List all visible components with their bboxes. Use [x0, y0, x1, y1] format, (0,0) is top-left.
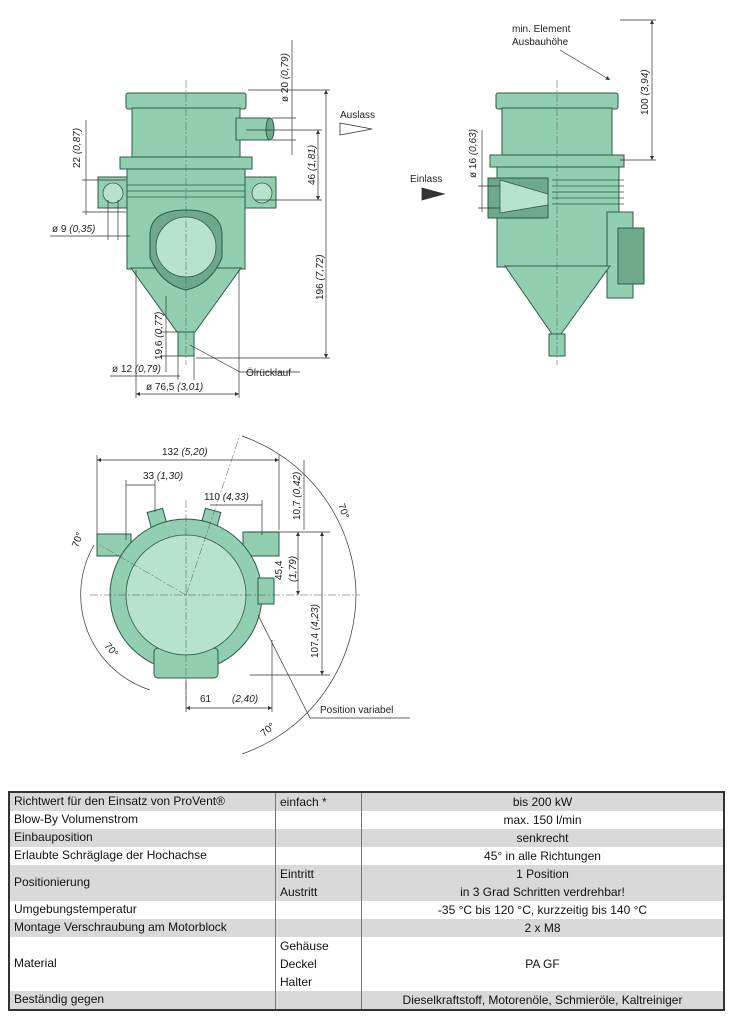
- svg-text:ø 16 (0,63): ø 16 (0,63): [468, 129, 479, 178]
- spec-sub: [275, 811, 362, 829]
- svg-text:45,4: 45,4: [274, 560, 285, 580]
- spec-value-item: 45° in alle Richtungen: [484, 849, 601, 863]
- spec-value-item: max. 150 l/min: [503, 813, 582, 827]
- spec-row: Einbauposition senkrecht: [9, 829, 724, 847]
- spec-sub: [275, 829, 362, 847]
- spec-label: Umgebungstemperatur: [14, 902, 137, 917]
- technical-drawing: ø 20 (0,79) 46 (1,81) 196 (7,72) 22 (0,8…: [50, 19, 656, 755]
- svg-text:70°: 70°: [102, 641, 120, 660]
- spec-value-item: -35 °C bis 120 °C, kurzzeitig bis 140 °C: [437, 903, 648, 917]
- svg-text:110 (4,33): 110 (4,33): [204, 492, 249, 503]
- spec-value-item: 2 x M8: [524, 921, 561, 935]
- spec-value: Dieselkraftstoff, Motorenöle, Schmieröle…: [361, 991, 724, 1010]
- side-view: [487, 80, 645, 365]
- spec-row: Montage Verschraubung am Motorblock 2 x M…: [9, 919, 724, 937]
- spec-row: Blow-By Volumenstrom max. 150 l/min: [9, 811, 724, 829]
- spec-value: PA GF: [361, 937, 724, 991]
- svg-text:70°: 70°: [259, 721, 278, 739]
- front-view-dimensions: ø 20 (0,79) 46 (1,81) 196 (7,72) 22 (0,8…: [50, 40, 375, 398]
- svg-text:(1,79): (1,79): [288, 556, 299, 582]
- svg-text:100 (3,94): 100 (3,94): [640, 69, 651, 115]
- spec-value-item: senkrecht: [516, 831, 569, 845]
- spec-value-item: in 3 Grad Schritten verdrehbar!: [460, 885, 625, 899]
- svg-text:(2,40): (2,40): [232, 694, 258, 705]
- spec-row: Richtwert für den Einsatz von ProVent® ei…: [9, 792, 724, 811]
- spec-label: Einbauposition: [9, 829, 276, 847]
- spec-value: senkrecht: [361, 829, 724, 847]
- spec-sub: [275, 901, 362, 919]
- spec-value: 45° in alle Richtungen: [361, 847, 724, 865]
- svg-text:19,6 (0,77): 19,6 (0,77): [154, 312, 165, 360]
- svg-text:33 (1,30): 33 (1,30): [143, 471, 183, 482]
- spec-value: -35 °C bis 120 °C, kurzzeitig bis 140 °C: [361, 901, 724, 919]
- svg-text:107,4 (4,23): 107,4 (4,23): [310, 604, 321, 658]
- outlet-label: Auslass: [340, 110, 375, 121]
- inlet-label: Einlass: [410, 174, 442, 185]
- spec-sub-item: Austritt: [280, 885, 318, 899]
- spec-sub-item: Eintritt: [280, 867, 315, 881]
- svg-text:10,7 (0,42): 10,7 (0,42): [292, 472, 303, 520]
- position-variable-label: Position variabel: [320, 705, 393, 716]
- spec-row: Umgebungstemperatur -35 °C bis 120 °C, ku…: [9, 901, 724, 919]
- spec-label: Erlaubte Schräglage der Hochachse: [14, 848, 207, 863]
- spec-label: Positionierung: [9, 865, 276, 901]
- top-view: [90, 434, 360, 700]
- spec-label: Blow-By Volumenstrom: [14, 812, 139, 827]
- svg-text:46 (1,81): 46 (1,81): [307, 145, 318, 185]
- side-view-dimensions: min. Element Ausbauhöhe 100 (3,94) ø 16 …: [410, 19, 656, 212]
- min-element-label-1: min. Element: [512, 24, 571, 35]
- spec-value: 1 Position in 3 Grad Schritten verdrehbar…: [361, 865, 724, 901]
- spec-value-item: bis 200 kW: [512, 795, 573, 809]
- svg-text:ø 20 (0,79): ø 20 (0,79): [280, 53, 291, 102]
- spec-sub-item: einfach *: [280, 795, 327, 809]
- spec-label: Richtwert für den Einsatz von ProVent®: [9, 792, 276, 811]
- svg-text:ø 12 (0,79): ø 12 (0,79): [112, 364, 161, 375]
- svg-text:70°: 70°: [335, 502, 351, 520]
- svg-text:ø 9 (0,35): ø 9 (0,35): [52, 224, 95, 235]
- svg-text:70°: 70°: [70, 531, 86, 549]
- spec-sub-item: Halter: [280, 975, 313, 989]
- spec-value: max. 150 l/min: [361, 811, 724, 829]
- svg-text:61: 61: [200, 694, 212, 705]
- svg-text:196 (7,72): 196 (7,72): [315, 254, 326, 300]
- spec-sub: einfach *: [275, 792, 362, 811]
- spec-sub: [275, 991, 362, 1010]
- spec-sub: [275, 919, 362, 937]
- min-element-label-2: Ausbauhöhe: [512, 37, 569, 48]
- spec-label: Montage Verschraubung am Motorblock: [9, 919, 276, 937]
- spec-value-item: Dieselkraftstoff, Motorenöle, Schmieröle…: [402, 993, 683, 1007]
- spec-sub-item: Gehäuse: [280, 939, 329, 953]
- spec-sub: [275, 847, 362, 865]
- svg-text:22 (0,87): 22 (0,87): [72, 128, 83, 168]
- spec-row: Beständig gegen Dieselkraftstoff, Motoren…: [9, 991, 724, 1010]
- oil-return-label: Ölrücklauf: [246, 367, 291, 379]
- spec-label: Material: [14, 956, 57, 971]
- svg-text:ø 76,5 (3,01): ø 76,5 (3,01): [146, 382, 203, 393]
- spec-label: Beständig gegen: [9, 991, 276, 1010]
- spec-row: Erlaubte Schräglage der Hochachse 45° in …: [9, 847, 724, 865]
- spec-value-item: 1 Position: [516, 867, 569, 881]
- spec-sub-item: Deckel: [280, 957, 317, 971]
- spec-table: Richtwert für den Einsatz von ProVent® ei…: [8, 791, 725, 1011]
- spec-value-item: PA GF: [525, 957, 560, 971]
- spec-value: 2 x M8: [361, 919, 724, 937]
- front-view: [97, 80, 277, 365]
- svg-text:132 (5,20): 132 (5,20): [162, 447, 208, 458]
- spec-value: bis 200 kW: [361, 792, 724, 811]
